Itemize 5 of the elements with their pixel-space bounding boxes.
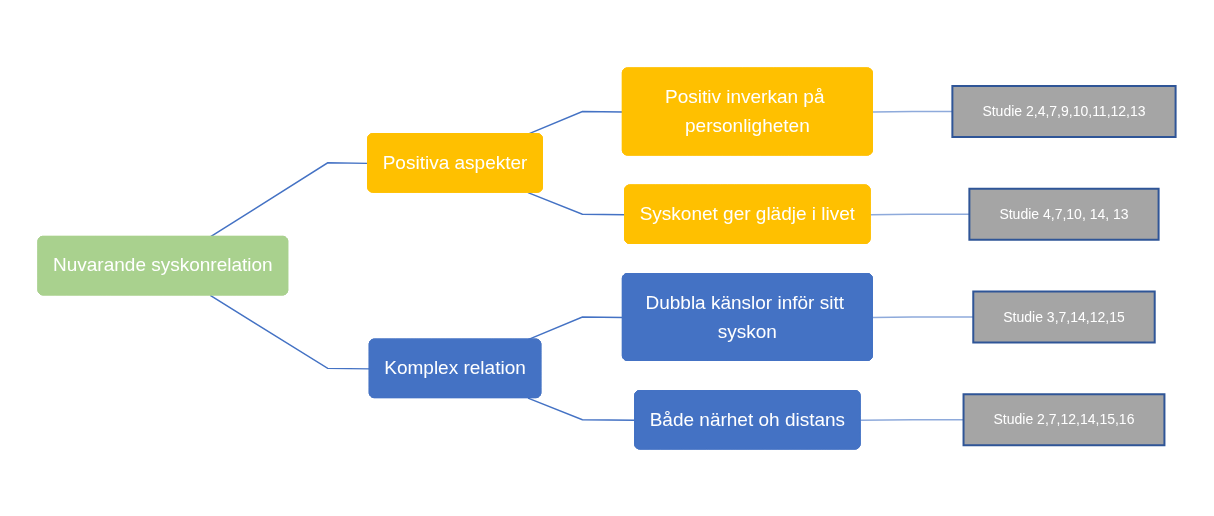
connector [209, 294, 371, 370]
node-box: Studie 3,7,14,12,15 [972, 290, 1156, 343]
node-box: Studie 2,7,12,14,15,16 [962, 392, 1166, 446]
node-box: Studie 2,4,7,9,10,11,12,13 [951, 84, 1177, 138]
node-box: Studie 4,7,10, 14, 13 [968, 187, 1160, 241]
